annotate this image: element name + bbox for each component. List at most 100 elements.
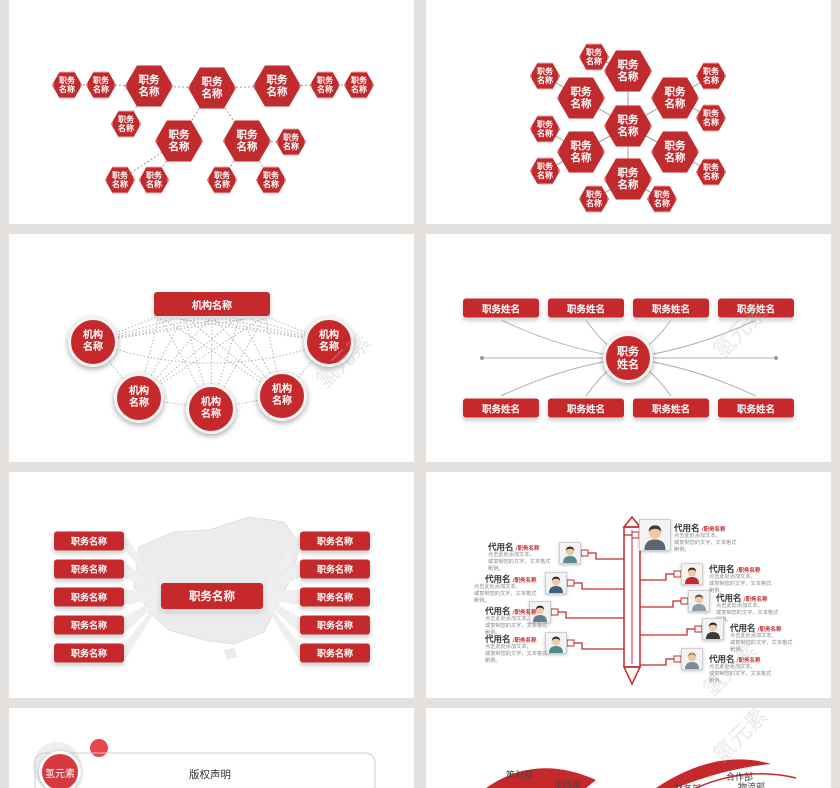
hex-position-node-small[interactable]: 职务 名称 xyxy=(139,166,169,194)
hex-position-node[interactable]: 职务 名称 xyxy=(155,120,203,162)
pencil-tip xyxy=(622,666,642,686)
avatar[interactable] xyxy=(545,572,567,594)
hex-position-node-small[interactable]: 职务 名称 xyxy=(207,166,237,194)
slide-hex-org-chart[interactable]: 职务 名称职务 名称职务 名称职务 名称职务 名称职务 名称职务 名称职务 名称… xyxy=(9,0,414,224)
hex-position-node[interactable]: 职务 名称 xyxy=(253,65,301,107)
position-title-pill[interactable]: 职务名称 xyxy=(300,615,370,635)
person-title: /职务名称 xyxy=(512,578,537,584)
branch-plug xyxy=(566,579,575,587)
hex-position-node-small[interactable]: 职务 名称 xyxy=(310,71,340,99)
hex-position-node-small[interactable]: 职务 名称 xyxy=(105,166,135,194)
hex-position-node-small[interactable]: 职务 名称 xyxy=(530,62,560,90)
institution-circle[interactable]: 机构 名称 xyxy=(114,373,164,423)
hex-position-node-small[interactable]: 职务 名称 xyxy=(647,185,677,213)
center-position-circle[interactable]: 职务 姓名 xyxy=(603,333,653,383)
institution-circle[interactable]: 机构 名称 xyxy=(68,317,118,367)
position-name-pill[interactable]: 职务姓名 xyxy=(463,298,539,318)
connector-ray xyxy=(124,594,164,661)
person-title: /职务名称 xyxy=(736,658,761,664)
avatar[interactable] xyxy=(702,618,724,640)
connector-line xyxy=(210,315,266,410)
pill-layer: 职务名称职务名称职务名称职务名称职务名称职务名称职务名称职务名称职务名称职务名称 xyxy=(9,472,414,698)
hex-position-node-small[interactable]: 职务 名称 xyxy=(344,71,374,99)
institution-circle[interactable]: 机构 名称 xyxy=(257,371,307,421)
position-title-pill[interactable]: 职务名称 xyxy=(54,559,124,579)
person-title: /职务名称 xyxy=(512,610,537,616)
branch-plug xyxy=(580,549,589,557)
endpoint-dot xyxy=(774,356,778,360)
hex-position-node-small[interactable]: 职务 名称 xyxy=(530,115,560,143)
institution-top-label[interactable]: 机构名称 xyxy=(154,292,270,316)
branch-line xyxy=(640,658,676,666)
hex-position-node-small[interactable]: 职务 名称 xyxy=(86,71,116,99)
hex-position-node[interactable]: 职务 名称 xyxy=(604,158,652,200)
slide-institution-circles[interactable]: 机构名称 机构 名称机构 名称机构 名称机构 名称机构 名称 氢元素 xyxy=(9,234,414,462)
hex-position-node[interactable]: 职务 名称 xyxy=(223,120,271,162)
slide-pencil-tree[interactable]: 代用名/职务名称点击此处添加文本， 或复制您的文字，文本格式刷例。 代用名/职务… xyxy=(426,472,831,698)
position-title-pill[interactable]: 职务名称 xyxy=(300,559,370,579)
hex-position-node[interactable]: 职务 名称 xyxy=(651,131,699,173)
avatar[interactable] xyxy=(559,542,581,564)
person-name-text: 代用名 xyxy=(730,624,756,634)
hex-position-node-small[interactable]: 职务 名称 xyxy=(52,71,82,99)
center-position-label[interactable]: 职务名称 xyxy=(161,583,263,609)
hex-position-node[interactable]: 职务 名称 xyxy=(188,67,236,109)
position-title-pill[interactable]: 职务名称 xyxy=(54,643,124,663)
position-title-pill[interactable]: 职务名称 xyxy=(300,643,370,663)
hex-position-node-small[interactable]: 职务 名称 xyxy=(579,43,609,71)
slide-center-pills[interactable]: 职务 姓名 职务姓名职务姓名职务姓名职务姓名职务姓名职务姓名职务姓名职务姓名 氢… xyxy=(426,234,831,462)
person-name: 代用名/职务名称 xyxy=(674,522,726,534)
position-title-pill[interactable]: 职务名称 xyxy=(54,531,124,551)
hex-position-node-small[interactable]: 职务 名称 xyxy=(276,128,306,156)
position-title-pill[interactable]: 职务名称 xyxy=(54,615,124,635)
institution-circle[interactable]: 机构 名称 xyxy=(186,384,236,434)
hex-position-node[interactable]: 职务 名称 xyxy=(651,77,699,119)
position-name-pill[interactable]: 职务姓名 xyxy=(548,298,624,318)
position-name-pill[interactable]: 职务姓名 xyxy=(718,298,794,318)
institution-circle[interactable]: 机构 名称 xyxy=(304,317,354,367)
position-name-pill[interactable]: 职务姓名 xyxy=(633,298,709,318)
hex-position-node-small[interactable]: 职务 名称 xyxy=(696,158,726,186)
department-label: 合作部 xyxy=(726,773,754,783)
position-name-pill[interactable]: 职务姓名 xyxy=(633,398,709,418)
hex-position-node[interactable]: 职务 名称 xyxy=(125,65,173,107)
position-title-pill[interactable]: 职务名称 xyxy=(54,587,124,607)
connector-curve xyxy=(92,341,330,364)
hex-position-node-small[interactable]: 职务 名称 xyxy=(530,157,560,185)
person-name: 代用名/职务名称 xyxy=(716,592,768,604)
branch-line xyxy=(572,582,624,590)
person-icon xyxy=(682,564,702,584)
position-title-pill[interactable]: 职务名称 xyxy=(300,587,370,607)
slide-map-pills[interactable]: 职务名称 职务名称职务名称职务名称职务名称职务名称职务名称职务名称职务名称职务名… xyxy=(9,472,414,698)
hex-position-node[interactable]: 职务 名称 xyxy=(557,77,605,119)
branch-line xyxy=(640,628,697,636)
circle-node-layer: 机构 名称机构 名称机构 名称机构 名称机构 名称 xyxy=(9,234,414,462)
slide-department-arcs[interactable]: 策划部市场部合作部物流部财务部 氢元素 xyxy=(426,708,831,788)
hex-position-node-small[interactable]: 职务 名称 xyxy=(579,185,609,213)
person-name-text: 代用名 xyxy=(485,575,511,585)
slide-copyright[interactable]: 氢元素 版权声明 xyxy=(9,708,414,788)
slide-hex-cluster[interactable]: 职务 名称职务 名称职务 名称职务 名称职务 名称职务 名称职务 名称职务 名称… xyxy=(426,0,831,224)
avatar[interactable] xyxy=(529,601,551,623)
avatar[interactable] xyxy=(545,632,567,654)
hex-position-node-small[interactable]: 职务 名称 xyxy=(696,104,726,132)
avatar[interactable] xyxy=(681,648,703,670)
position-name-pill[interactable]: 职务姓名 xyxy=(463,398,539,418)
hex-position-node-small[interactable]: 职务 名称 xyxy=(111,110,141,138)
hex-position-node[interactable]: 职务 名称 xyxy=(604,105,652,147)
position-name-pill[interactable]: 职务姓名 xyxy=(548,398,624,418)
avatar[interactable] xyxy=(688,590,710,612)
person-icon xyxy=(546,573,566,593)
person-name-text: 代用名 xyxy=(709,565,735,575)
hex-position-node-small[interactable]: 职务 名称 xyxy=(696,62,726,90)
avatar[interactable] xyxy=(639,519,671,551)
hex-position-node[interactable]: 职务 名称 xyxy=(604,50,652,92)
position-title-pill[interactable]: 职务名称 xyxy=(300,531,370,551)
hex-position-node-small[interactable]: 职务 名称 xyxy=(256,166,286,194)
person-name: 代用名/职务名称 xyxy=(730,622,782,634)
person-icon xyxy=(546,633,566,653)
hex-position-node[interactable]: 职务 名称 xyxy=(557,131,605,173)
position-name-pill[interactable]: 职务姓名 xyxy=(718,398,794,418)
endpoint-dot xyxy=(480,356,484,360)
avatar[interactable] xyxy=(681,563,703,585)
